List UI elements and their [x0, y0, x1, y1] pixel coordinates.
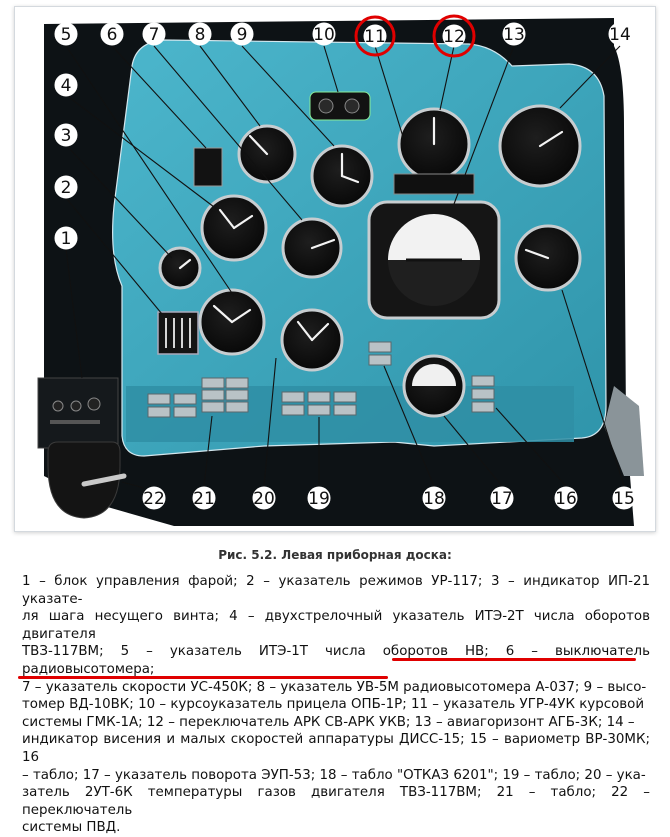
legend-line: 7 – указатель скорости УС-450К; 8 – указ… — [22, 679, 647, 695]
callout-15: 15 — [612, 486, 636, 510]
callout-number: 6 — [107, 25, 118, 45]
callout-13: 13 — [502, 22, 526, 46]
callout-number: 17 — [491, 489, 513, 509]
callout-14: 14 — [608, 22, 632, 46]
callout-number: 1 — [61, 229, 72, 249]
legend-line: 1 – блок управления фарой; 2 – указатель… — [22, 574, 650, 607]
callout-number: 3 — [61, 126, 72, 146]
annunciator-blocks — [147, 341, 495, 418]
callout-number: 2 — [61, 178, 72, 198]
callout-number: 21 — [193, 489, 215, 509]
callout-number: 19 — [308, 489, 330, 509]
callout-20: 20 — [252, 486, 276, 510]
callout-18: 18 — [422, 486, 446, 510]
figure-legend: 1 – блок управления фарой; 2 – указатель… — [22, 573, 650, 837]
callout-number: 16 — [555, 489, 577, 509]
callout-10: 10 — [312, 22, 336, 46]
callout-number: 7 — [149, 25, 160, 45]
callout-number: 8 — [195, 25, 206, 45]
callout-number: 20 — [253, 489, 275, 509]
callout-number: 13 — [503, 25, 525, 45]
callout-12: 12 — [442, 24, 466, 48]
callout-2: 2 — [54, 175, 78, 199]
legend-line: томер ВД-10ВК; 10 – курсоуказатель прице… — [22, 697, 645, 713]
legend-line: ТВЗ-117ВМ; 5 – указатель ИТЭ-1Т числа об… — [22, 644, 650, 677]
callout-17: 17 — [490, 486, 514, 510]
callout-3: 3 — [54, 123, 78, 147]
legend-line: – табло; 17 – указатель поворота ЭУП-53;… — [22, 767, 646, 783]
red-underline — [18, 676, 388, 679]
callout-number: 15 — [613, 489, 635, 509]
callout-number: 9 — [237, 25, 248, 45]
figure-caption: Рис. 5.2. Левая приборная доска: — [218, 548, 452, 562]
legend-line: системы ГМК-1А; 12 – переключатель АРК С… — [22, 714, 635, 730]
callout-number: 11 — [364, 27, 386, 47]
callout-number: 22 — [143, 489, 165, 509]
callout-22: 22 — [142, 486, 166, 510]
callout-9: 9 — [230, 22, 254, 46]
callout-number: 14 — [609, 25, 631, 45]
legend-line: ля шага несущего винта; 4 – двухстрелочн… — [22, 609, 650, 642]
legend-line: индикатор висения и малых скоростей аппа… — [22, 732, 650, 765]
headlight-control-block — [37, 377, 119, 449]
legend-line: системы ПВД. — [22, 820, 121, 836]
callout-number: 10 — [313, 25, 335, 45]
red-underline — [392, 658, 636, 661]
callout-number: 5 — [61, 25, 72, 45]
callout-1: 1 — [54, 226, 78, 250]
callout-8: 8 — [188, 22, 212, 46]
callout-5: 5 — [54, 22, 78, 46]
callout-19: 19 — [307, 486, 331, 510]
pvd-switch — [47, 441, 127, 519]
gauge-cluster — [157, 91, 582, 418]
callout-7: 7 — [142, 22, 166, 46]
callout-4: 4 — [54, 73, 78, 97]
callout-6: 6 — [100, 22, 124, 46]
callout-number: 4 — [61, 76, 72, 96]
leader-lines — [65, 45, 625, 489]
callout-21: 21 — [192, 486, 216, 510]
callout-11: 11 — [363, 24, 387, 48]
highlight-circles — [354, 14, 476, 58]
legend-line: затель 2УТ-6К температуры газов двигател… — [22, 785, 650, 818]
callout-number: 12 — [443, 27, 465, 47]
callout-number: 18 — [423, 489, 445, 509]
callout-16: 16 — [554, 486, 578, 510]
